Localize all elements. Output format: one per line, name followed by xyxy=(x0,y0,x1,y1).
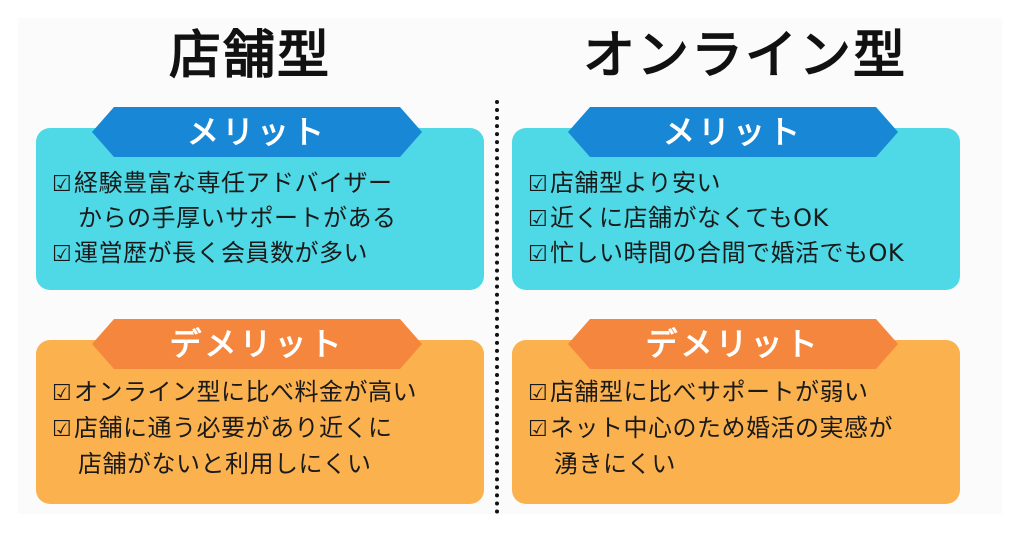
checkbox-icon: ☑ xyxy=(528,381,549,406)
right-demerit-badge: デメリット xyxy=(568,319,898,369)
checkbox-icon: ☑ xyxy=(52,172,73,197)
left-column-title: 店舗型 xyxy=(168,26,331,86)
checkbox-icon: ☑ xyxy=(528,417,549,442)
right-demerit-line-2: ☑ネット中心のため婚活の実感が xyxy=(528,411,893,447)
right-merit-line-1: ☑店舗型より安い xyxy=(528,166,721,202)
right-demerit-line-3: 湧きにくい xyxy=(554,450,677,478)
left-merit-line-2: からの手厚いサポートがある xyxy=(78,204,397,232)
right-column-title: オンライン型 xyxy=(582,26,907,86)
left-demerit-line-3: 店舗がないと利用しにくい xyxy=(78,450,372,478)
left-demerit-badge: デメリット xyxy=(92,319,422,369)
left-merit-line-1: ☑経験豊富な専任アドバイザー xyxy=(52,166,393,202)
checkbox-icon: ☑ xyxy=(528,242,549,267)
checkbox-icon: ☑ xyxy=(52,417,73,442)
right-merit-line-3: ☑忙しい時間の合間で婚活でもOK xyxy=(528,236,904,272)
left-merit-badge: メリット xyxy=(92,107,422,157)
checkbox-icon: ☑ xyxy=(52,242,73,267)
right-merit-badge: メリット xyxy=(568,107,898,157)
checkbox-icon: ☑ xyxy=(52,381,73,406)
right-demerit-line-1: ☑店舗型に比べサポートが弱い xyxy=(528,375,869,411)
left-demerit-line-2: ☑店舗に通う必要があり近くに xyxy=(52,411,393,447)
column-divider xyxy=(495,100,499,514)
left-merit-line-3: ☑運営歴が長く会員数が多い xyxy=(52,236,368,272)
left-demerit-line-1: ☑オンライン型に比べ料金が高い xyxy=(52,375,417,411)
checkbox-icon: ☑ xyxy=(528,207,549,232)
right-merit-line-2: ☑近くに店舗がなくてもOK xyxy=(528,201,829,237)
checkbox-icon: ☑ xyxy=(528,172,549,197)
